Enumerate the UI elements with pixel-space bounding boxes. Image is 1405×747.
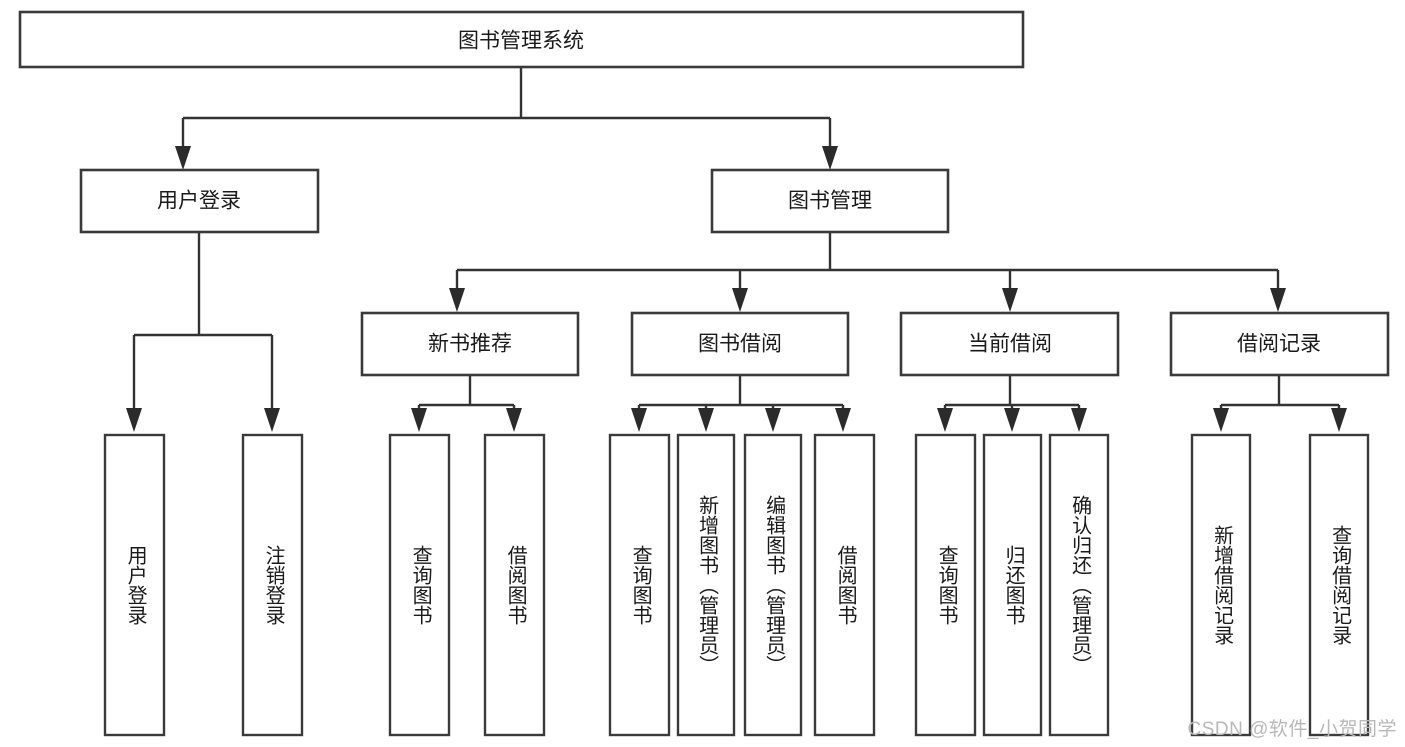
leaf-label: 借阅图书 xyxy=(834,545,857,625)
leaf-box[interactable] xyxy=(1190,433,1252,737)
new-book-recommend-box[interactable] xyxy=(360,311,580,377)
new-book-recommend-label: 新书推荐 xyxy=(428,333,512,356)
leaf-label: 新增借阅记录 xyxy=(1210,525,1233,645)
borrow-record-label: 借阅记录 xyxy=(1237,333,1321,356)
node-root[interactable]: 图书管理系统 xyxy=(18,10,1025,69)
root-box[interactable] xyxy=(18,10,1025,69)
leaf-label: 查询借阅记录 xyxy=(1328,525,1351,645)
arrowhead-bookborrow-leaf-4 xyxy=(835,408,851,432)
leaf-box[interactable] xyxy=(483,433,546,737)
arrowhead-borrowrecord-leaf-2 xyxy=(1331,408,1347,432)
arrowhead-user-login xyxy=(175,146,191,170)
leaf-current-borrow-2[interactable]: 归还图书 xyxy=(982,433,1043,737)
arrowhead-user-leaf-2 xyxy=(264,408,280,432)
connector-layer xyxy=(126,67,1347,432)
csdn-watermark: CSDN @软件_小贺同学 xyxy=(1187,719,1397,740)
leaf-label: 查询图书 xyxy=(629,545,652,625)
leaf-label: 归还图书 xyxy=(1002,545,1025,625)
arrowhead-bookborrow-leaf-1 xyxy=(631,408,647,432)
leaf-box[interactable] xyxy=(1308,433,1370,737)
book-borrow-box[interactable] xyxy=(630,311,850,377)
arrowhead-book-manage xyxy=(822,146,838,170)
leaf-borrow-record-2[interactable]: 查询借阅记录 xyxy=(1308,433,1370,737)
leaf-box[interactable] xyxy=(608,433,671,737)
arrowhead-currentborrow-leaf-2 xyxy=(1004,408,1020,432)
leaf-label: 确认归还（管理员） xyxy=(1068,495,1091,675)
arrowhead-bookborrow-leaf-3 xyxy=(765,408,781,432)
leaf-label: 查询图书 xyxy=(935,545,958,625)
leaf-book-borrow-4[interactable]: 借阅图书 xyxy=(813,433,876,737)
leaf-box[interactable] xyxy=(743,433,803,737)
book-borrow-label: 图书借阅 xyxy=(698,333,782,356)
borrow-record-box[interactable] xyxy=(1169,311,1390,377)
node-book-borrow[interactable]: 图书借阅 xyxy=(630,311,850,377)
leaf-label: 借阅图书 xyxy=(504,545,527,625)
node-new-book-recommend[interactable]: 新书推荐 xyxy=(360,311,580,377)
leaf-new-book-2[interactable]: 借阅图书 xyxy=(483,433,546,737)
leaf-borrow-record-1[interactable]: 新增借阅记录 xyxy=(1190,433,1252,737)
arrowhead-book-borrow xyxy=(732,288,748,312)
arrowhead-current-borrow xyxy=(1002,288,1018,312)
arrowhead-borrowrecord-leaf-1 xyxy=(1213,408,1229,432)
root-label: 图书管理系统 xyxy=(458,30,584,53)
arrowhead-currentborrow-leaf-1 xyxy=(937,408,953,432)
leaf-label: 查询图书 xyxy=(409,545,432,625)
leaf-box[interactable] xyxy=(914,433,977,737)
arrowhead-user-leaf-1 xyxy=(126,408,142,432)
leaf-current-borrow-1[interactable]: 查询图书 xyxy=(914,433,977,737)
leaf-box[interactable] xyxy=(388,433,451,737)
leaf-box[interactable] xyxy=(241,433,304,737)
arrowhead-currentborrow-leaf-3 xyxy=(1071,408,1087,432)
leaf-label: 编辑图书（管理员） xyxy=(762,495,785,675)
leaf-user-login-2[interactable]: 注销登录 xyxy=(241,433,304,737)
node-user-login[interactable]: 用户登录 xyxy=(79,168,320,234)
book-management-label: 图书管理 xyxy=(788,190,872,213)
leaf-box[interactable] xyxy=(103,433,166,737)
node-current-borrow[interactable]: 当前借阅 xyxy=(899,311,1120,377)
arrowhead-newbook-leaf-1 xyxy=(411,408,427,432)
leaf-label: 用户登录 xyxy=(124,545,147,625)
user-login-label: 用户登录 xyxy=(157,190,241,213)
leaf-book-borrow-2[interactable]: 新增图书（管理员） xyxy=(676,433,736,737)
node-borrow-record[interactable]: 借阅记录 xyxy=(1169,311,1390,377)
leaf-new-book-1[interactable]: 查询图书 xyxy=(388,433,451,737)
current-borrow-label: 当前借阅 xyxy=(968,333,1052,356)
leaf-box[interactable] xyxy=(813,433,876,737)
current-borrow-box[interactable] xyxy=(899,311,1120,377)
arrowhead-borrow-record xyxy=(1270,288,1286,312)
leaf-current-borrow-3[interactable]: 确认归还（管理员） xyxy=(1048,433,1110,737)
arrowhead-new-book xyxy=(449,288,465,312)
leaf-label: 新增图书（管理员） xyxy=(695,495,718,675)
arrowhead-bookborrow-leaf-2 xyxy=(698,408,714,432)
user-login-box[interactable] xyxy=(79,168,320,234)
leaf-user-login-1[interactable]: 用户登录 xyxy=(103,433,166,737)
leaf-box[interactable] xyxy=(982,433,1043,737)
leaf-box[interactable] xyxy=(676,433,736,737)
node-book-management[interactable]: 图书管理 xyxy=(710,168,950,234)
leaf-box[interactable] xyxy=(1048,433,1110,737)
leaf-book-borrow-3[interactable]: 编辑图书（管理员） xyxy=(743,433,803,737)
book-management-box[interactable] xyxy=(710,168,950,234)
arrowhead-newbook-leaf-2 xyxy=(506,408,522,432)
leaf-label: 注销登录 xyxy=(262,545,285,625)
leaf-book-borrow-1[interactable]: 查询图书 xyxy=(608,433,671,737)
